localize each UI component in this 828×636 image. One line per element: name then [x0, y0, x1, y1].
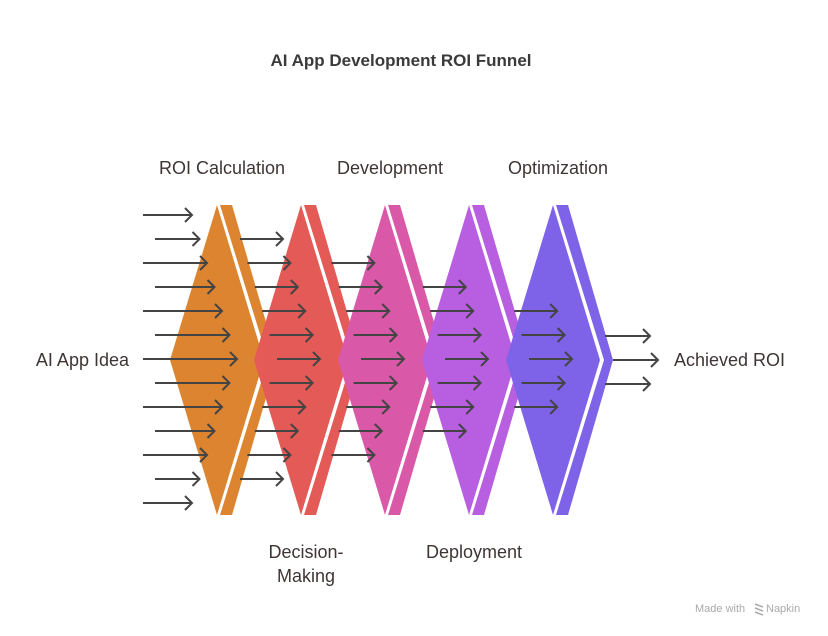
stage-label-decision-making-line2: Making: [277, 566, 335, 586]
flow-arrow: [605, 376, 652, 392]
stage-label-development: Development: [337, 158, 443, 178]
flow-arrow: [247, 447, 292, 463]
flow-arrow: [143, 399, 224, 415]
diagram-title: AI App Development ROI Funnel: [271, 51, 532, 70]
stage-band: [388, 205, 445, 515]
flow-arrow: [338, 279, 384, 295]
flow-arrow: [605, 328, 652, 344]
flow-arrow: [437, 327, 483, 343]
flow-arrow: [430, 303, 475, 319]
flow-arrow: [422, 279, 468, 295]
flow-arrow: [445, 351, 490, 367]
stage-band: [304, 205, 361, 515]
flow-arrow: [155, 375, 231, 391]
flow-arrow: [143, 255, 209, 271]
stage-label-decision-making: Decision-: [268, 542, 343, 562]
watermark-brand: Napkin: [766, 603, 800, 615]
flow-arrow: [521, 375, 567, 391]
flow-arrow: [143, 207, 194, 223]
flow-arrow: [437, 375, 483, 391]
flow-arrow: [143, 351, 239, 367]
flow-arrow: [240, 231, 285, 247]
flow-arrow: [338, 423, 384, 439]
flow-arrow: [514, 303, 559, 319]
flow-arrow: [240, 471, 285, 487]
flow-arrow: [269, 327, 315, 343]
flow-arrow: [143, 303, 224, 319]
flow-arrow: [262, 303, 307, 319]
flow-arrow: [430, 399, 475, 415]
stage-band: [556, 205, 613, 515]
flow-arrow: [155, 423, 216, 439]
flow-arrow: [613, 352, 660, 368]
flow-arrow: [331, 447, 376, 463]
flow-arrow: [521, 327, 567, 343]
flow-arrow: [277, 351, 322, 367]
flow-arrow: [254, 279, 300, 295]
flow-arrow: [143, 495, 194, 511]
napkin-watermark: Made with Napkin: [695, 603, 800, 616]
flow-arrow: [254, 423, 300, 439]
flow-arrow: [155, 471, 201, 487]
flow-arrow: [143, 447, 209, 463]
flow-arrow: [514, 399, 559, 415]
stage-label-optimization: Optimization: [508, 158, 608, 178]
flow-arrow: [269, 375, 315, 391]
flow-arrow: [353, 327, 399, 343]
flow-arrow: [361, 351, 406, 367]
flow-arrow: [529, 351, 574, 367]
flow-arrow: [155, 279, 216, 295]
stage-band: [220, 205, 277, 515]
flow-arrow: [155, 327, 231, 343]
stage-label-deployment: Deployment: [426, 542, 522, 562]
napkin-logo-icon: [754, 603, 764, 616]
flow-arrow: [346, 399, 391, 415]
flow-arrow: [346, 303, 391, 319]
flow-arrow: [422, 423, 468, 439]
flow-arrow: [331, 255, 376, 271]
stage-label-roi-calculation: ROI Calculation: [159, 158, 285, 178]
flow-arrow: [262, 399, 307, 415]
flow-arrow: [247, 255, 292, 271]
output-label: Achieved ROI: [674, 350, 785, 370]
stage-band: [472, 205, 529, 515]
input-label: AI App Idea: [36, 350, 130, 370]
flow-arrow: [155, 231, 201, 247]
flow-arrow: [353, 375, 399, 391]
watermark-prefix: Made with: [695, 603, 745, 615]
